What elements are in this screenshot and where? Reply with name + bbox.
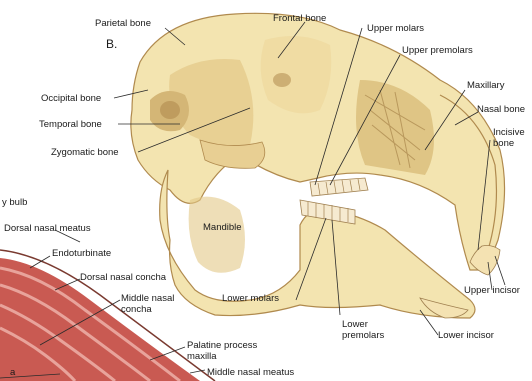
label-frontal-bone: Frontal bone: [273, 13, 326, 24]
label-upper-incisor: Upper incisor: [464, 285, 520, 296]
label-nasal-bone: Nasal bone: [477, 104, 525, 115]
label-olfactory-bulb: y bulb: [2, 197, 27, 208]
label-dorsal-nasal-meatus: Dorsal nasal meatus: [4, 223, 91, 234]
label-bottom-fragment: a: [10, 367, 15, 378]
label-lower-incisor: Lower incisor: [438, 330, 494, 341]
panel-letter: B.: [106, 37, 117, 51]
label-occipital-bone: Occipital bone: [41, 93, 101, 104]
label-middle-nasal-meatus: Middle nasal meatus: [207, 367, 294, 378]
label-temporal-bone: Temporal bone: [39, 119, 102, 130]
label-incisive-bone: Incisive bone: [493, 127, 525, 149]
label-lower-molars: Lower molars: [222, 293, 279, 304]
label-zygomatic-bone: Zygomatic bone: [51, 147, 119, 158]
label-middle-nasal-concha: Middle nasal concha: [121, 293, 174, 315]
label-upper-premolars: Upper premolars: [402, 45, 473, 56]
label-palatine-process: Palatine process maxilla: [187, 340, 257, 362]
label-maxillary: Maxillary: [467, 80, 504, 91]
nasal-cavity-section: [0, 250, 215, 381]
label-lower-premolars: Lower premolars: [342, 319, 384, 341]
label-dorsal-nasal-concha: Dorsal nasal concha: [80, 272, 166, 283]
label-mandible: Mandible: [203, 222, 242, 233]
label-parietal-bone: Parietal bone: [95, 18, 151, 29]
label-upper-molars: Upper molars: [367, 23, 424, 34]
label-endoturbinate: Endoturbinate: [52, 248, 111, 259]
